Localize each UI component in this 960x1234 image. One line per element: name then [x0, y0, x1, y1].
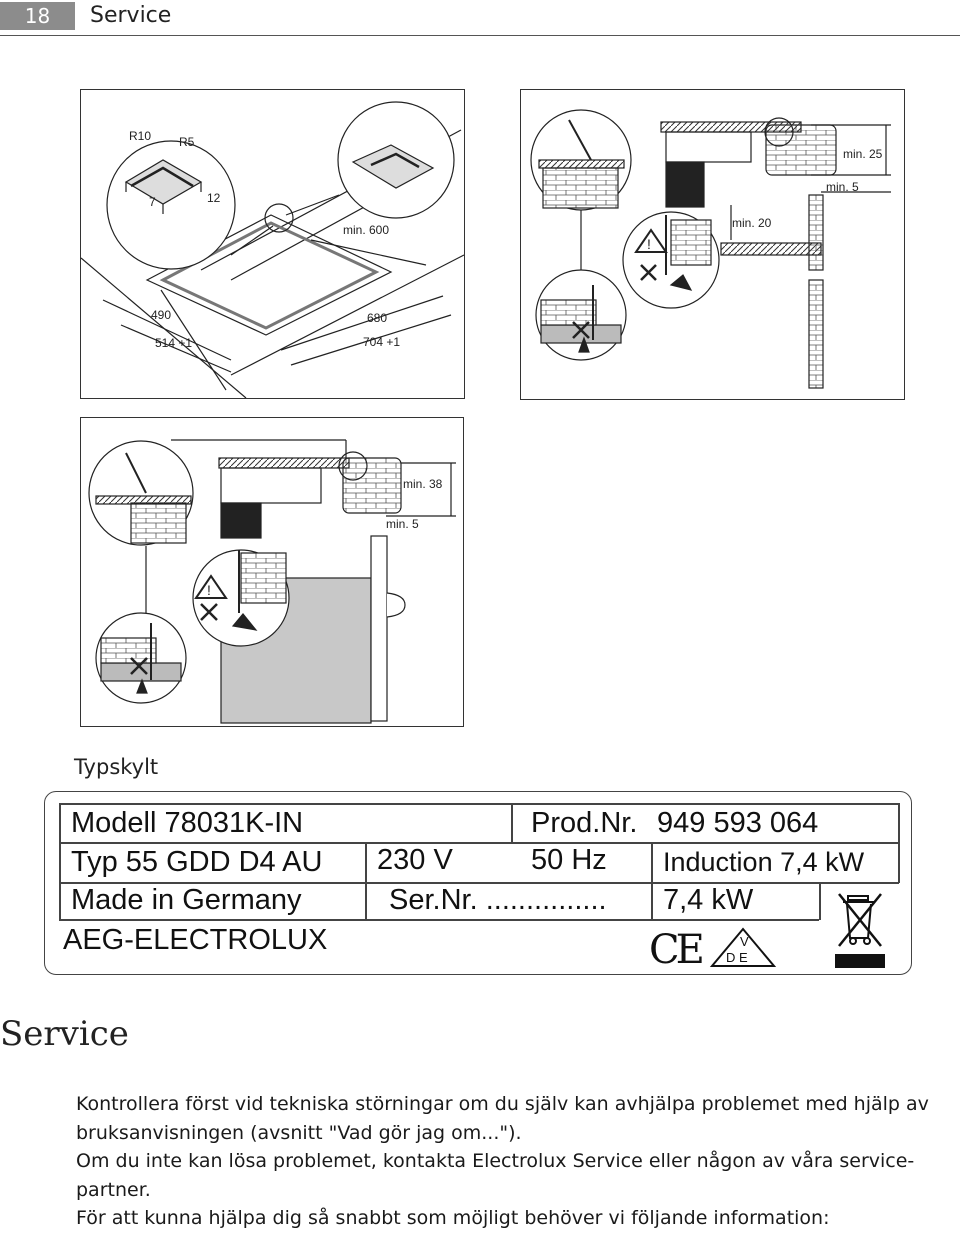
ce-mark-icon: CE [649, 927, 705, 973]
service-paragraph-1: Kontrollera först vid tekniska störninga… [76, 1093, 929, 1144]
running-title: Service [90, 3, 172, 28]
vde-v-letter: V [740, 934, 749, 949]
label-min20: min. 20 [732, 216, 772, 230]
label-704: 704 +1 [363, 335, 400, 349]
label-r10: R10 [129, 129, 151, 143]
svg-text:!: ! [647, 236, 651, 252]
label-7: 7 [149, 195, 156, 209]
page-number: 18 [0, 2, 75, 30]
plate-line-right [898, 803, 900, 883]
section-title: Service [0, 1014, 129, 1054]
induction-power: Induction 7,4 kW [663, 847, 865, 877]
label-680: 680 [367, 311, 387, 325]
prod-nr-value: 949 593 064 [657, 807, 819, 839]
plate-line-row2 [59, 882, 899, 884]
label-min38: min. 38 [403, 477, 443, 491]
plate-line-row3 [59, 919, 819, 921]
made-in: Made in Germany [71, 884, 302, 916]
plate-line-ser [365, 842, 367, 920]
model-number: Modell 78031K-IN [71, 807, 304, 839]
service-body: Kontrollera först vid tekniska störninga… [76, 1090, 960, 1233]
label-12: 12 [207, 191, 221, 205]
serial-number: Ser.Nr. ............... [389, 884, 607, 916]
vde-de-letters: D E [726, 950, 748, 965]
header-rule [0, 35, 960, 36]
rating-plate: Modell 78031K-IN Prod.Nr. 949 593 064 Ty… [44, 791, 912, 975]
label-min25: min. 25 [843, 147, 883, 161]
installation-cabinet-figure: ! min. 25 min. 5 min. 20 [520, 89, 905, 400]
label-r5: R5 [179, 135, 195, 149]
frequency: 50 Hz [531, 844, 607, 876]
service-paragraph-2: Om du inte kan lösa problemet, kontakta … [76, 1150, 915, 1201]
plate-line-prod [511, 803, 513, 843]
service-paragraph-3: För att kunna hjälpa dig så snabbt som m… [76, 1207, 830, 1229]
plate-line-top [59, 803, 899, 805]
plate-line-row1 [59, 842, 899, 844]
installation-oven-figure: ! min. 38 min. 5 [80, 417, 464, 727]
plate-line-power [819, 882, 821, 920]
weee-bin-icon [835, 893, 885, 968]
cutout-dimensions-figure: R10 R5 7 12 min. 600 490 514 +1 680 704 … [80, 89, 465, 399]
label-min600: min. 600 [343, 223, 389, 237]
plate-line-ind [651, 842, 653, 920]
total-power: 7,4 kW [663, 884, 754, 916]
type-designation: Typ 55 GDD D4 AU [71, 846, 323, 878]
brand-name: AEG-ELECTROLUX [63, 924, 328, 956]
label-514: 514 +1 [155, 336, 192, 350]
voltage: 230 V [377, 844, 453, 876]
rating-plate-caption: Typskylt [74, 755, 159, 779]
svg-text:!: ! [207, 582, 211, 598]
label-min5: min. 5 [386, 517, 419, 531]
label-490: 490 [151, 308, 171, 322]
plate-line-left [59, 803, 61, 920]
label-min5: min. 5 [826, 180, 859, 194]
vde-mark-icon: V D E [709, 927, 777, 967]
prod-nr-label: Prod.Nr. [531, 807, 638, 839]
